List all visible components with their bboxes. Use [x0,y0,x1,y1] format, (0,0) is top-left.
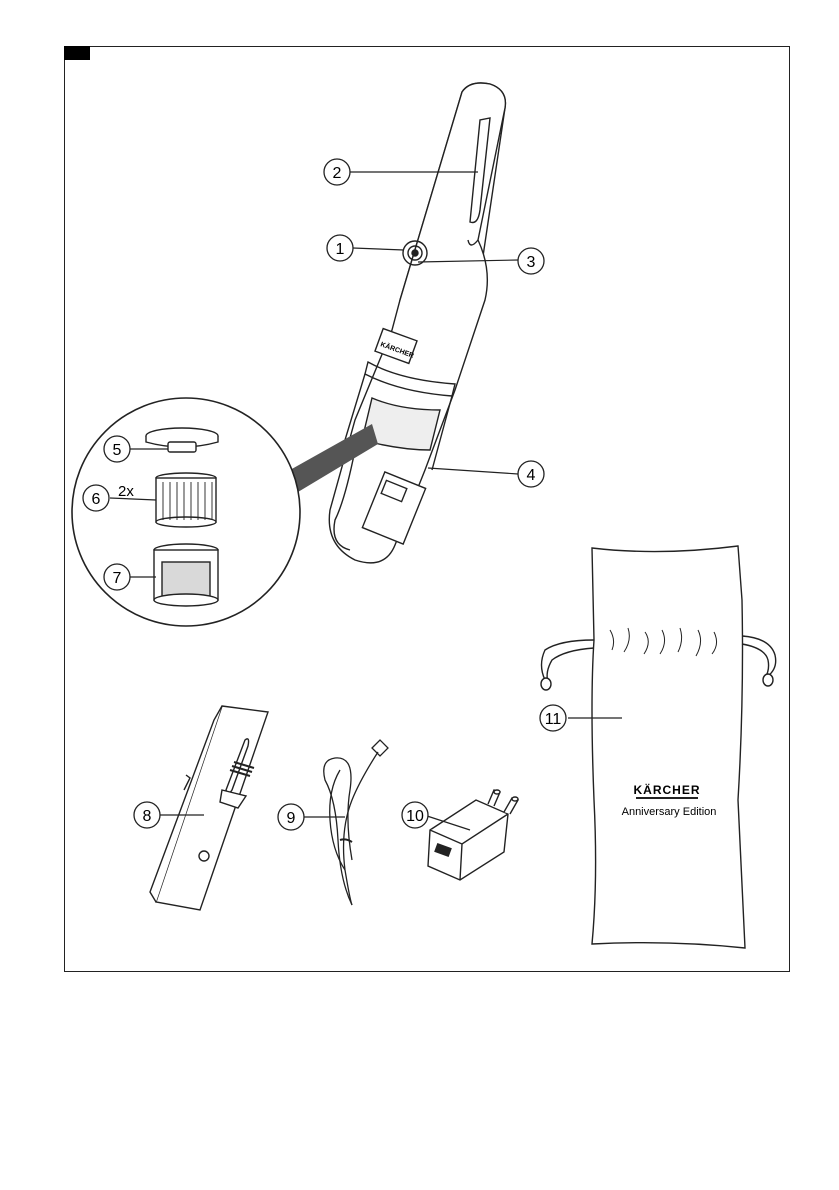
svg-text:3: 3 [527,254,536,271]
callout-7: 7 [104,564,130,590]
svg-text:9: 9 [287,810,296,827]
callout-8: 8 [134,802,160,828]
callout-6: 6 [83,485,109,511]
callout-1: 1 [327,235,353,261]
callout-3: 3 [518,248,544,274]
callout-9: 9 [278,804,304,830]
svg-text:1: 1 [336,241,345,258]
svg-text:2: 2 [333,165,342,182]
callout-2: 2 [324,159,350,185]
crevice-nozzle [150,706,268,910]
callout-4: 4 [518,461,544,487]
usb-cable [324,740,388,905]
usb-adapter [428,790,518,880]
callout-5: 5 [104,436,130,462]
pleated-filter [156,473,216,527]
bag-edition-text: Anniversary Edition [622,806,717,818]
svg-text:7: 7 [113,570,122,587]
svg-text:4: 4 [527,467,536,484]
handheld-vacuum [329,83,505,563]
svg-text:10: 10 [406,808,424,825]
svg-text:6: 6 [92,491,101,508]
storage-bag [541,546,776,948]
quantity-label: 2x [118,483,134,500]
mesh-filter [154,544,218,606]
bag-brand-logo: KÄRCHER [634,782,701,797]
svg-text:5: 5 [113,442,122,459]
svg-text:11: 11 [545,711,562,728]
svg-text:8: 8 [143,808,152,825]
callout-11: 11 [540,705,566,731]
callout-10: 10 [402,802,428,828]
bag-brand-underline [636,797,698,799]
